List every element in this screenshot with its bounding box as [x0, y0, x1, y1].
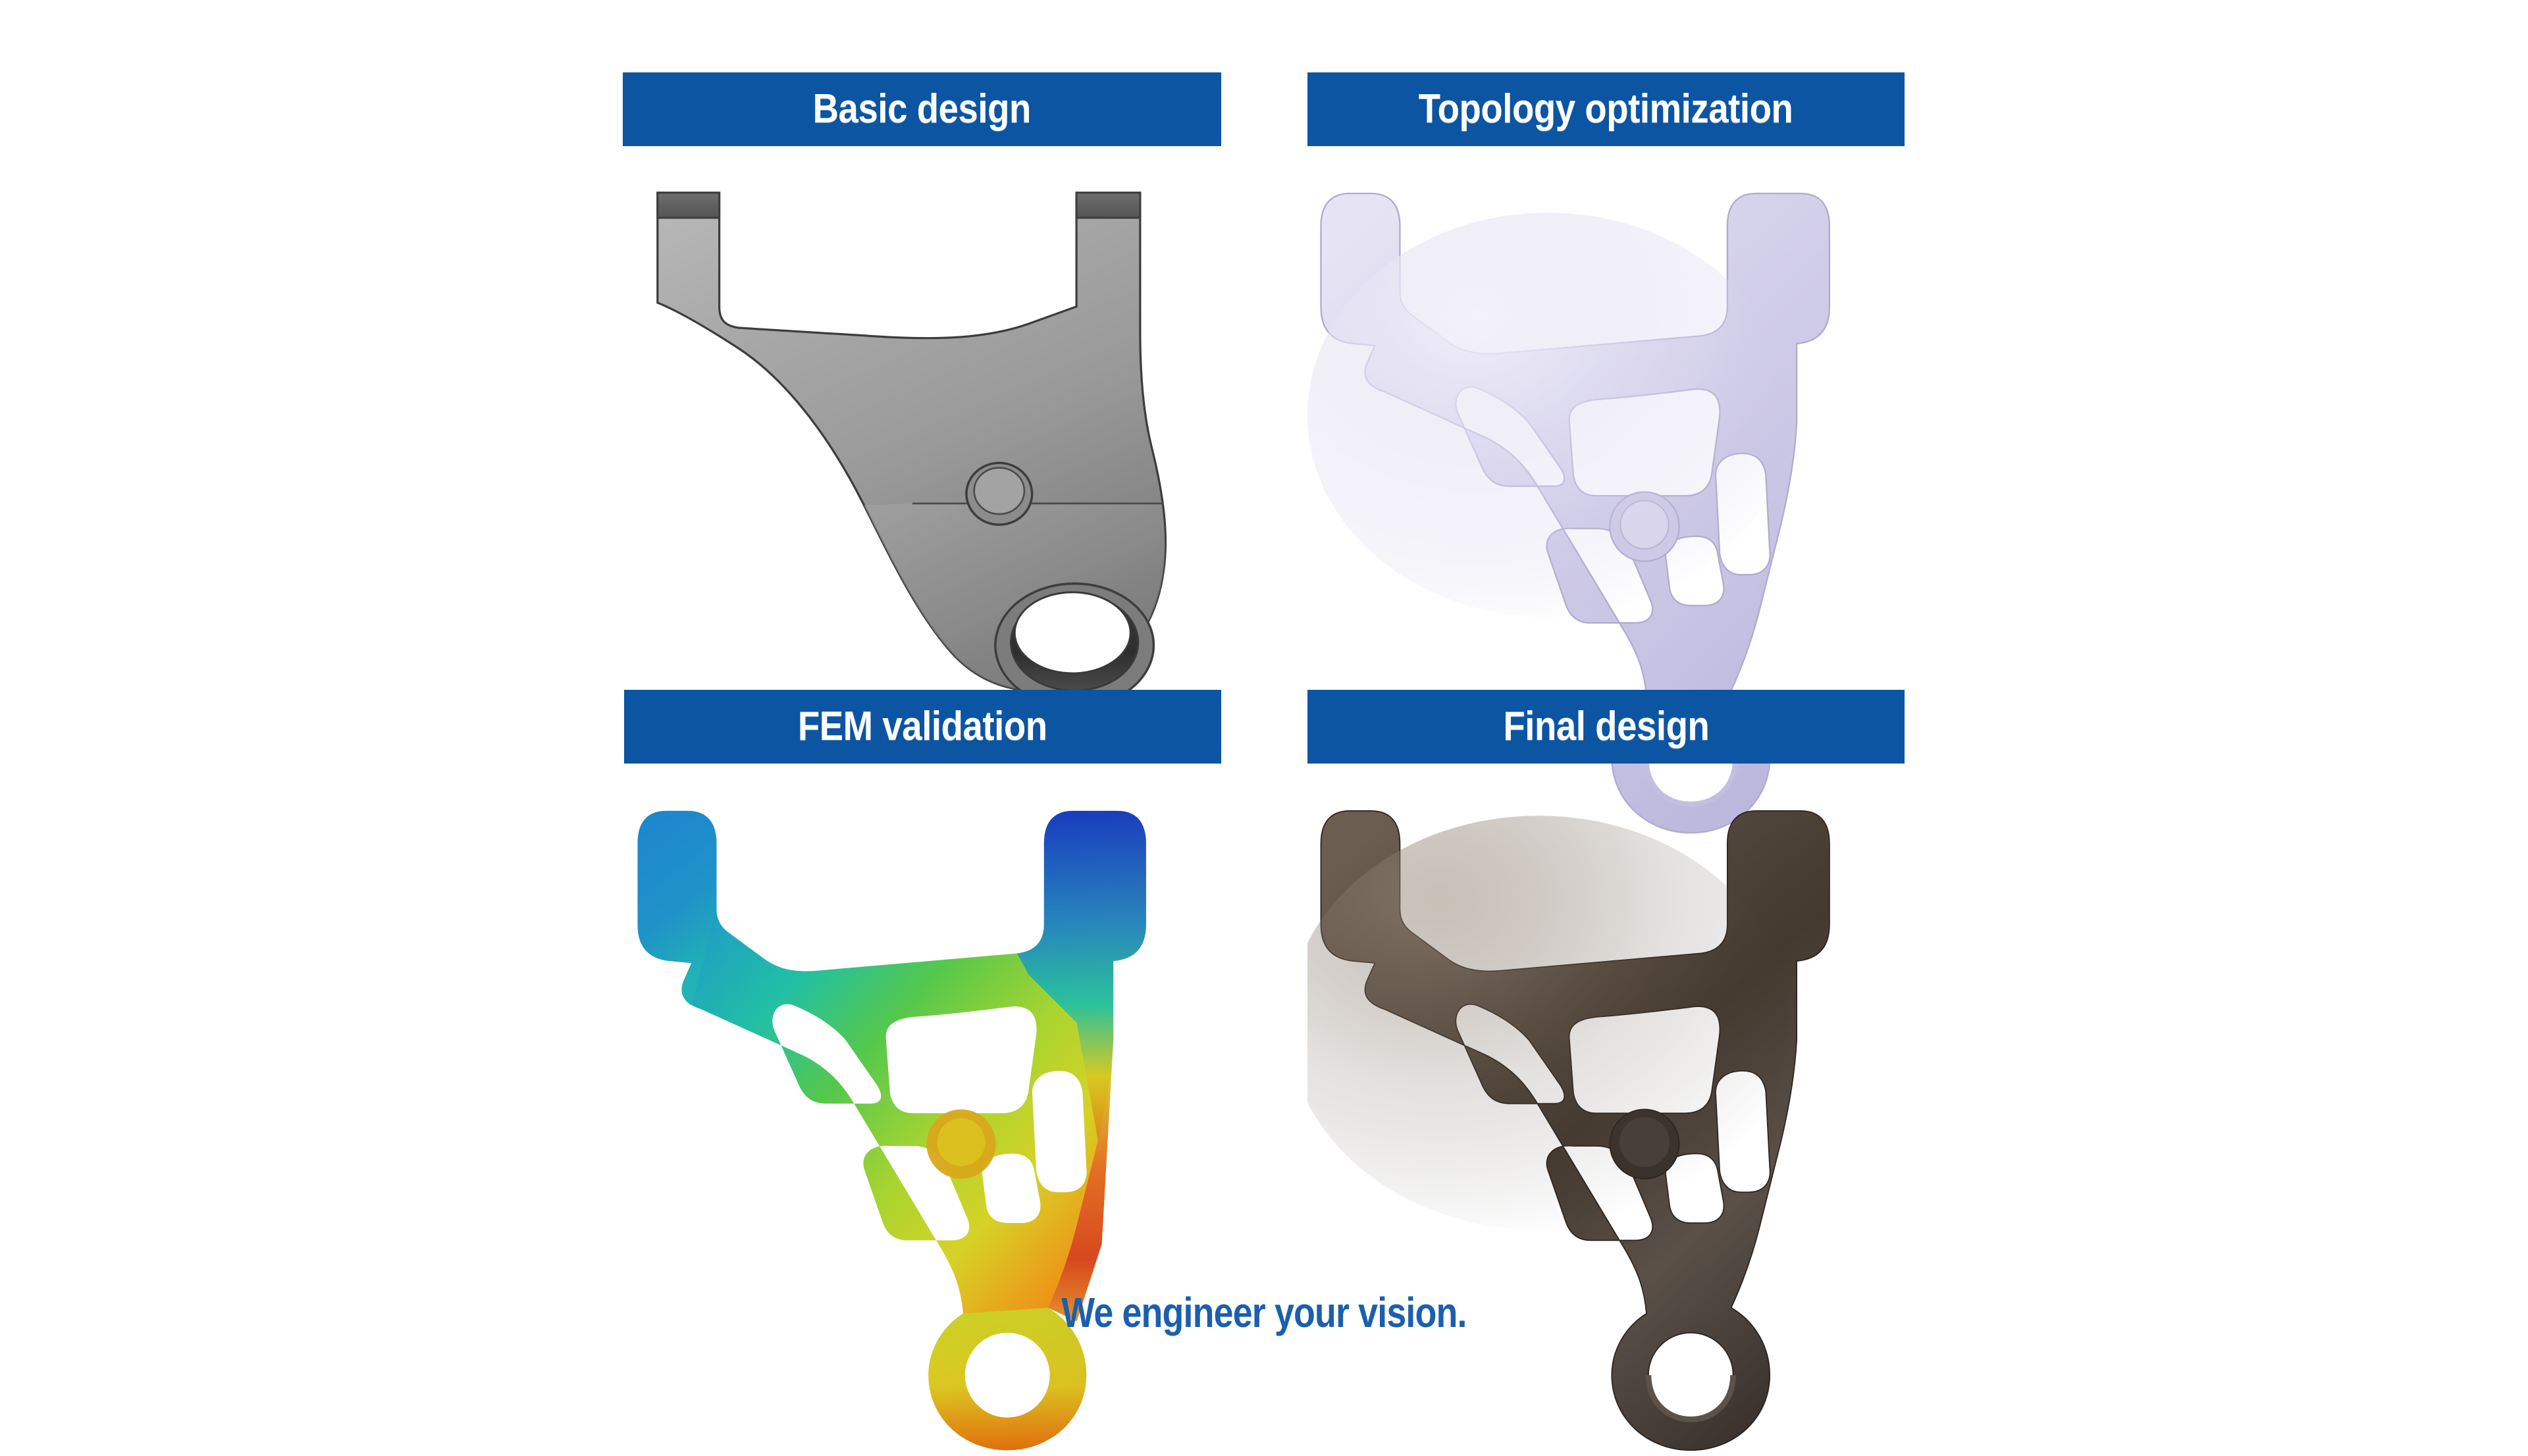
cast-geometry-final [1307, 810, 1830, 1451]
panel-title-basic-design: Basic design [812, 86, 1032, 132]
bracket-render-fem [637, 810, 1146, 1451]
panel-header-topology-optimization: Topology optimization [1307, 72, 1905, 146]
large-bore-final [1645, 1332, 1736, 1422]
specular-highlight-topology [1307, 213, 1789, 617]
small-bore-fem [926, 1109, 996, 1179]
figure-fem-validation [624, 782, 1221, 1456]
panel-header-final-design: Final design [1307, 690, 1905, 764]
panel-header-basic-design: Basic design [623, 72, 1221, 146]
specular-highlight-final [1307, 816, 1789, 1230]
slide-canvas: Basic design [623, 72, 1905, 1451]
stress-map-geometry-fem [637, 810, 1146, 1451]
tagline: We engineer your vision. [1061, 1289, 1467, 1336]
stress-outline-fem [637, 810, 1146, 1451]
large-bore-basic [994, 582, 1155, 708]
panel-title-final-design: Final design [1502, 704, 1710, 749]
panel-header-fem-validation: FEM validation [624, 690, 1221, 764]
small-bore-basic [965, 461, 1034, 526]
figure-final-design [1307, 782, 1905, 1456]
stress-bottom-bore [928, 1307, 1087, 1451]
bracket-render-basic [656, 192, 1167, 708]
bracket-render-final [1307, 810, 1830, 1451]
panel-title-fem-validation: FEM validation [798, 704, 1047, 749]
stress-left-prong [637, 810, 717, 1006]
panel-title-topology-optimization: Topology optimization [1419, 86, 1793, 132]
figure-basic-design [623, 158, 1221, 833]
bore-hollow-fem [964, 1332, 1050, 1418]
prong-left-top-face [656, 192, 721, 219]
stress-right-column [1016, 810, 1146, 1322]
prong-right-top-face [1075, 192, 1142, 219]
